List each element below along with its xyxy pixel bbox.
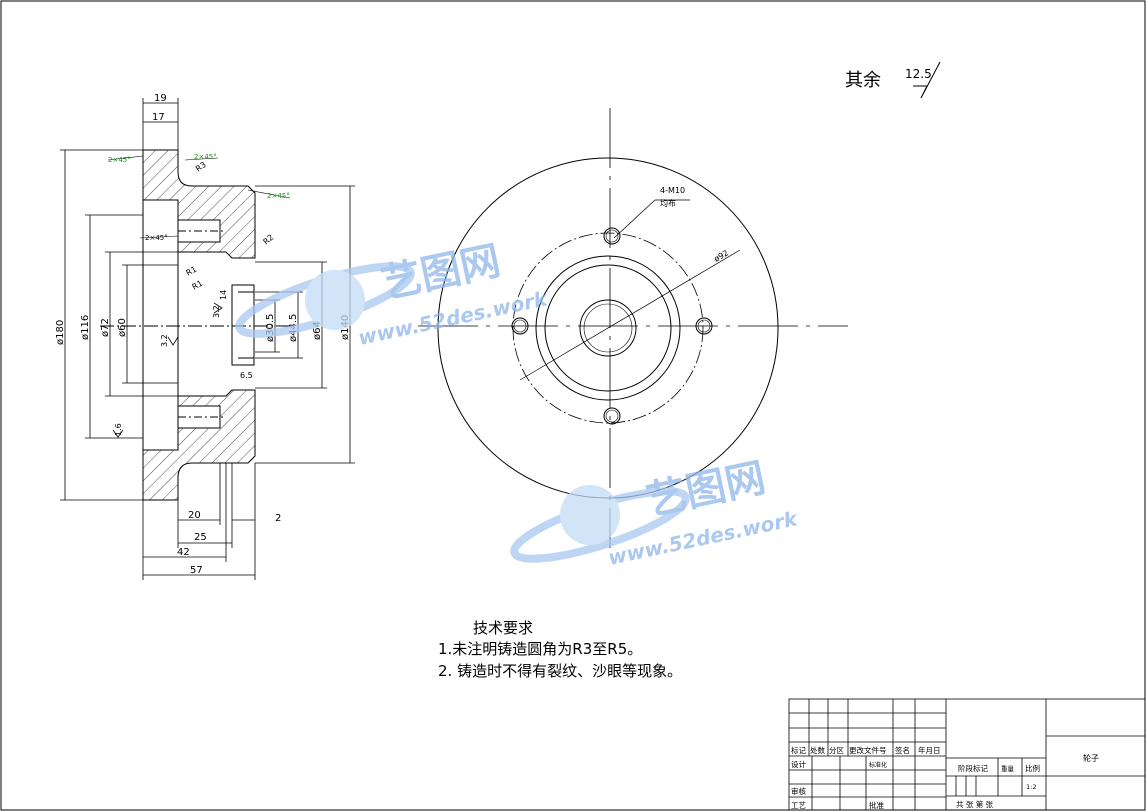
tb-row-std: 标准化 [869, 761, 887, 769]
title-block [788, 698, 1146, 811]
tb-header-mark: 标记 [791, 745, 806, 755]
dim-d30-5: ø30.5 [265, 314, 276, 342]
tb-sheets: 共 张 第 张 [956, 799, 994, 809]
dim-r1b: R1 [191, 279, 205, 292]
section-lower-hatch [142, 389, 256, 501]
tb-part-name: 轮子 [1083, 753, 1099, 763]
tb-header-count: 处数 [810, 745, 825, 755]
roughness-symbol-icon [913, 61, 941, 99]
leader-chamfer-b [184, 157, 219, 161]
dim-20: 20 [188, 510, 201, 521]
dim-r2: R2 [262, 233, 276, 247]
dim-25: 25 [194, 532, 207, 543]
front-view [418, 108, 848, 548]
tb-scale: 比例 [1025, 763, 1040, 773]
tb-row-approve: 批准 [869, 800, 884, 810]
leader-chamfer-c [247, 189, 291, 199]
tb-header-zone: 分区 [829, 746, 844, 755]
dim-d180: ø180 [55, 320, 66, 345]
section-view-labels: 19 17 2×45° 2×45° 2×45° 2×45° R3 R2 R1 R… [55, 93, 351, 576]
top-dims [142, 98, 179, 150]
dim-17: 17 [152, 112, 165, 123]
tb-weight: 重量 [1001, 765, 1015, 773]
watermark-2: 艺图网 www.52des.work [510, 455, 801, 570]
dim-19: 19 [154, 93, 167, 104]
boss-outer [535, 255, 681, 401]
tech-requirement-1: 1.未注明铸造圆角为R3至R5。 [438, 640, 642, 658]
dim-d116: ø116 [80, 315, 91, 340]
bolt-circle [512, 232, 704, 424]
pcd-leader [519, 249, 741, 381]
dim-6-5: 6.5 [240, 371, 253, 380]
watermark-2-url: www.52des.work [606, 506, 801, 570]
hole-note-leader [613, 199, 656, 239]
leader-chamfer-a [107, 155, 144, 161]
tb-row-design: 设计 [791, 759, 806, 769]
dim-d60: ø60 [117, 318, 128, 337]
tech-requirement-2: 2. 铸造时不得有裂纹、沙眼等现象。 [438, 662, 682, 680]
hole-note-2: 均布 [660, 198, 676, 208]
roughness-1-6: 1.6 [114, 423, 123, 436]
section-upper-hatch [142, 149, 256, 259]
boss-mid [544, 264, 672, 392]
leader-chamfer-d [139, 235, 179, 239]
dim-r1a: R1 [185, 265, 199, 278]
watermark-1: 艺图网 www.52des.work [235, 238, 551, 350]
title-block-labels: 标记 处数 分区 更改文件号 签名 年月日 设计 标准化 审核 工艺 批准 阶段… [791, 745, 1099, 810]
tech-requirements: 技术要求 1.未注明铸造圆角为R3至R5。 2. 铸造时不得有裂纹、沙眼等现象。 [438, 619, 682, 680]
tb-row-process: 工艺 [791, 801, 806, 810]
tb-row-review: 审核 [791, 786, 806, 796]
diameter-dims-left [60, 149, 178, 501]
bore-inner [579, 299, 637, 357]
roughness-note-value: 12.5 [905, 67, 932, 81]
dim-d64: ø64 [312, 321, 323, 340]
front-view-labels: 4-M10 均布 ø92 [660, 186, 730, 264]
tb-header-docno: 更改文件号 [849, 745, 887, 755]
dim-chamfer-c: 2×45° [267, 192, 290, 200]
roughness-note-label: 其余 [845, 70, 881, 91]
dim-r3: R3 [194, 160, 208, 173]
dim-chamfer-d: 2×45° [145, 234, 168, 242]
section-roughness-symbols [112, 302, 223, 438]
tech-requirements-heading: 技术要求 [473, 619, 533, 637]
hole-note: 4-M10 [660, 186, 685, 195]
dim-d72: ø72 [100, 318, 111, 337]
tb-header-sign: 签名 [895, 745, 910, 755]
bore-inner-2 [583, 303, 633, 353]
dim-chamfer-a: 2×45° [108, 156, 131, 164]
dim-chamfer-b: 2×45° [194, 153, 217, 161]
tb-scale-value: 1:2 [1026, 783, 1036, 791]
dim-14: 14 [219, 290, 228, 300]
roughness-3-2-b: 3.2 [160, 334, 169, 347]
dim-2: 2 [275, 513, 281, 524]
dim-42: 42 [177, 547, 190, 558]
bottom-dims [142, 463, 256, 580]
tb-header-date: 年月日 [918, 745, 941, 755]
tb-stage: 阶段标记 [958, 763, 988, 773]
watermark-2-title: 艺图网 [643, 455, 770, 525]
roughness-note: 其余 12.5 [845, 61, 941, 99]
section-view [60, 98, 355, 580]
dim-57: 57 [190, 565, 203, 576]
